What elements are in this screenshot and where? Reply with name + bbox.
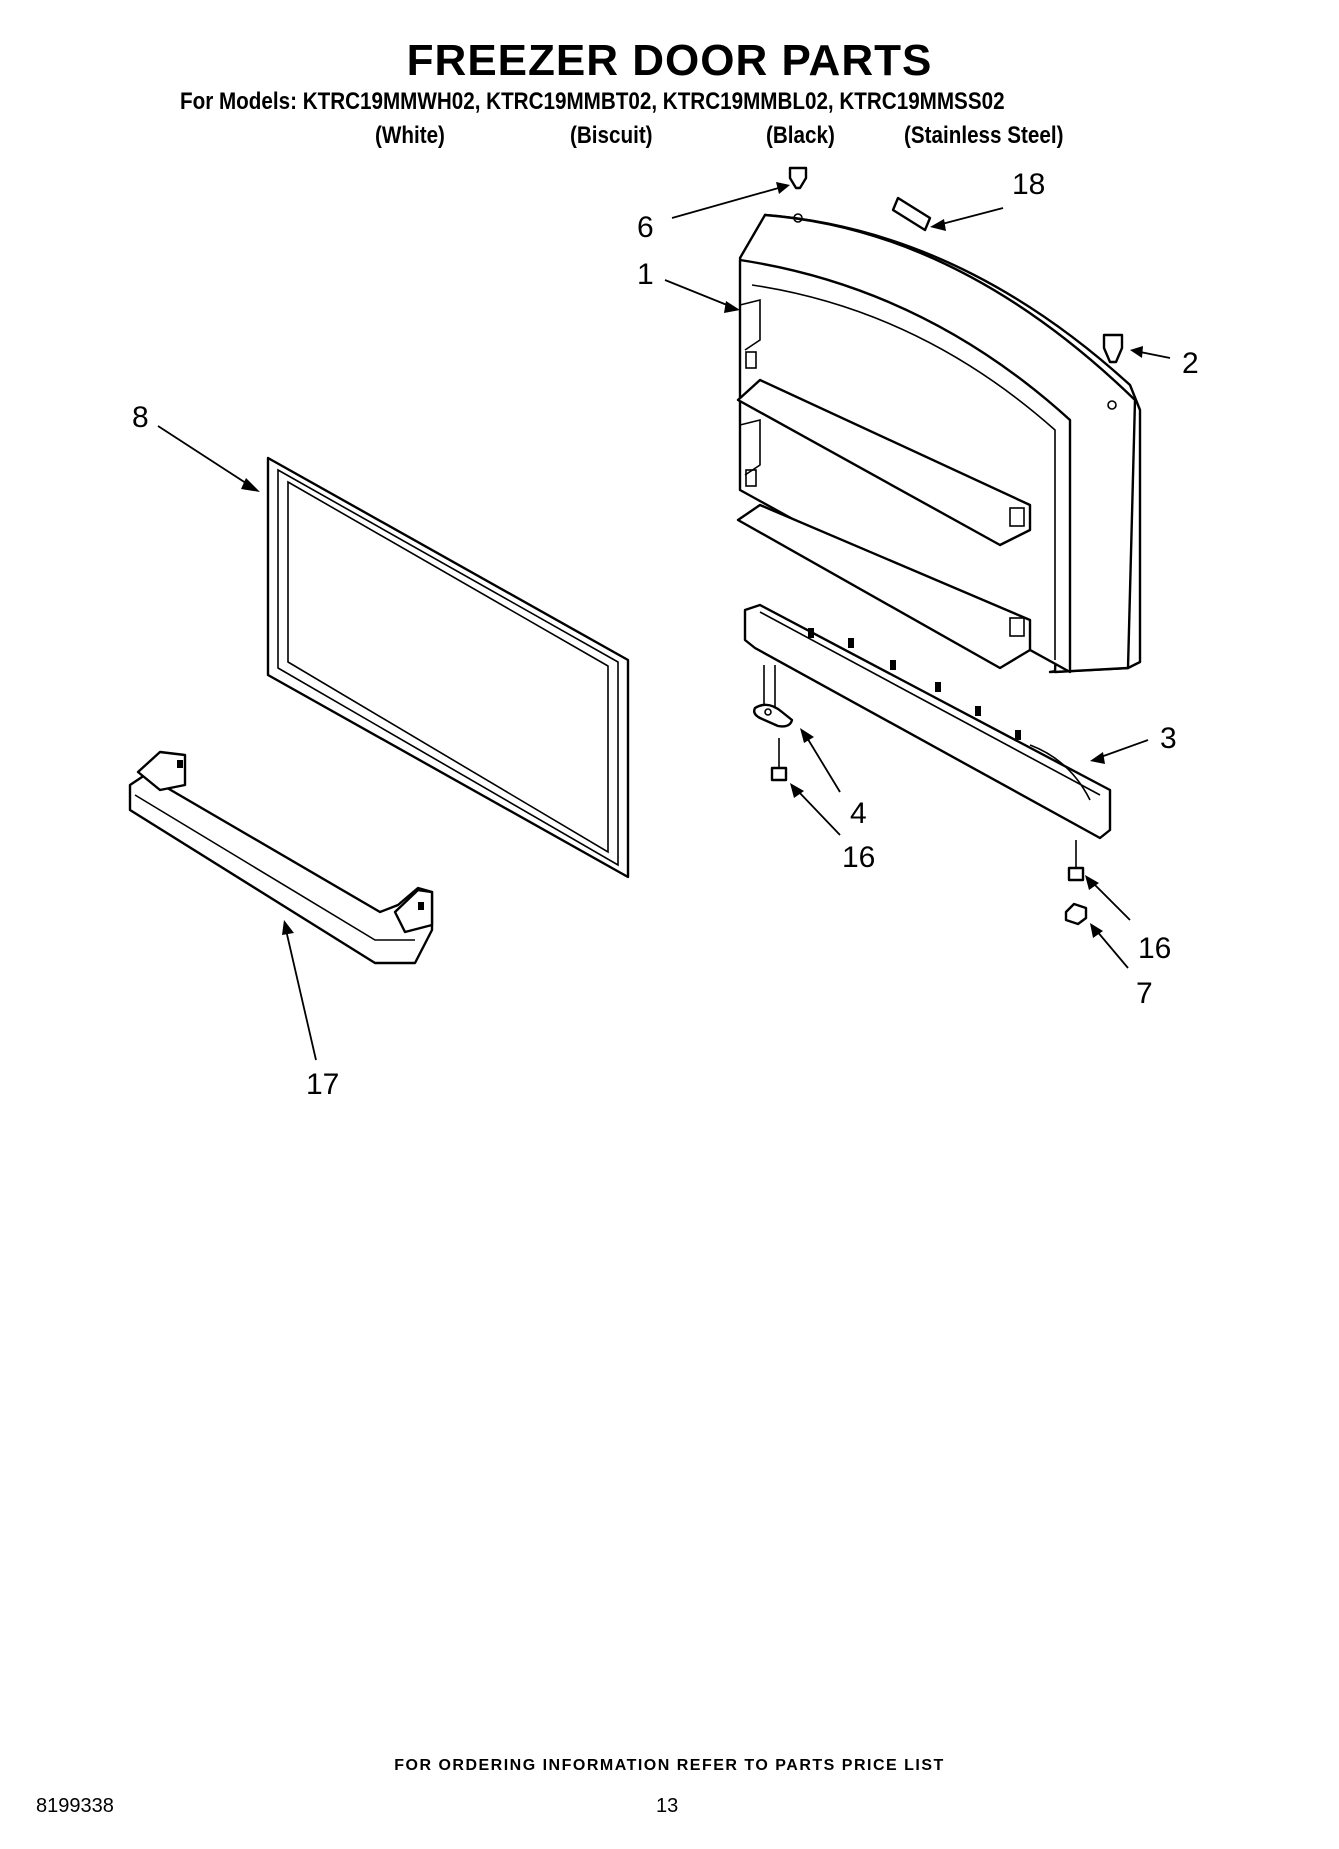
nut-drawing (1064, 902, 1088, 926)
plug-button-6-drawing (788, 166, 808, 190)
callout-4: 4 (850, 797, 867, 830)
screw-right-drawing (1067, 840, 1085, 882)
shelf-bin-drawing (128, 750, 434, 965)
finish-biscuit: (Biscuit) (570, 122, 653, 149)
callout-3: 3 (1160, 722, 1177, 755)
model-list: For Models: KTRC19MMWH02, KTRC19MMBT02, … (180, 88, 1005, 115)
plug-button-2-drawing (1102, 333, 1124, 364)
ordering-note: FOR ORDERING INFORMATION REFER TO PARTS … (394, 1757, 945, 1774)
finish-black: (Black) (766, 122, 835, 149)
callout-17: 17 (306, 1068, 339, 1101)
finish-white: (White) (375, 122, 445, 149)
document-number: 8199338 (36, 1795, 114, 1817)
door-liner-drawing (736, 213, 1142, 674)
callout-16-left: 16 (842, 841, 875, 874)
page-number: 13 (656, 1795, 679, 1817)
leader-lines (157, 182, 1171, 1061)
callout-1: 1 (637, 258, 654, 291)
label-drawing (891, 196, 932, 232)
callout-2: 2 (1182, 347, 1199, 380)
screw-left-drawing (770, 738, 788, 782)
callout-16-right: 16 (1138, 932, 1171, 965)
callout-7: 7 (1136, 977, 1153, 1010)
callout-6: 6 (637, 211, 654, 244)
door-gasket-drawing (266, 456, 630, 879)
page-title: FREEZER DOOR PARTS (406, 36, 933, 85)
door-trim-drawing (743, 603, 1112, 840)
finish-stainless: (Stainless Steel) (904, 122, 1064, 149)
hinge-drawing (752, 665, 794, 728)
callout-8: 8 (132, 401, 149, 434)
callout-18: 18 (1012, 168, 1045, 201)
